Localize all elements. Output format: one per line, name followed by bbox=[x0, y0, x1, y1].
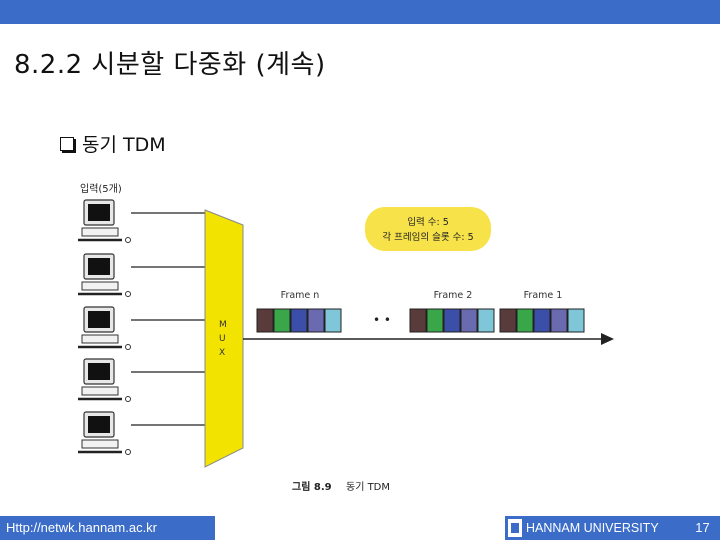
time-slot bbox=[461, 309, 477, 332]
page-number: 17 bbox=[685, 516, 720, 540]
frame-block bbox=[500, 309, 584, 332]
frame-block bbox=[410, 309, 494, 332]
computer-base bbox=[82, 440, 118, 448]
info-bubble bbox=[365, 207, 491, 251]
mouse bbox=[126, 450, 131, 455]
university-name: HANNAM UNIVERSITY bbox=[526, 516, 659, 540]
computer-base bbox=[82, 387, 118, 395]
frame-label-1: Frame 1 bbox=[524, 290, 563, 301]
time-slot bbox=[534, 309, 550, 332]
footer-url[interactable]: Http://netwk.hannam.ac.kr bbox=[0, 516, 215, 540]
time-slot bbox=[478, 309, 494, 332]
computer-base bbox=[82, 335, 118, 343]
computer-base bbox=[82, 228, 118, 236]
monitor-screen bbox=[88, 416, 110, 433]
monitor-screen bbox=[88, 311, 110, 328]
university-logo-icon bbox=[508, 519, 522, 537]
caption-text: 동기 TDM bbox=[346, 481, 390, 493]
time-slot bbox=[568, 309, 584, 332]
mouse bbox=[126, 397, 131, 402]
computer-icon bbox=[78, 412, 131, 455]
monitor-screen bbox=[88, 204, 110, 221]
computer-icon bbox=[78, 307, 131, 350]
mouse bbox=[126, 238, 131, 243]
mouse bbox=[126, 292, 131, 297]
time-slot bbox=[274, 309, 290, 332]
computer-icon bbox=[78, 200, 131, 243]
frame-label-n: Frame n bbox=[281, 290, 320, 301]
monitor-screen bbox=[88, 363, 110, 380]
time-slot bbox=[291, 309, 307, 332]
computer-icon bbox=[78, 359, 131, 402]
mux-letter-u: U bbox=[219, 334, 226, 344]
footer-bar: Http://netwk.hannam.ac.kr HANNAM UNIVERS… bbox=[0, 516, 720, 540]
bubble-line-inputs: 입력 수: 5 bbox=[407, 216, 449, 228]
monitor-screen bbox=[88, 258, 110, 275]
bubble-line-slots: 각 프레임의 슬롯 수: 5 bbox=[382, 231, 473, 243]
input-label: 입력(5개) bbox=[80, 182, 122, 195]
computer-base bbox=[82, 282, 118, 290]
output-arrow-icon bbox=[601, 333, 614, 345]
computer-icon bbox=[78, 254, 131, 297]
time-slot bbox=[517, 309, 533, 332]
caption-prefix: 그림 8.9 bbox=[292, 481, 332, 493]
mux-letter-x: X bbox=[219, 348, 225, 358]
time-slot bbox=[325, 309, 341, 332]
time-slot bbox=[427, 309, 443, 332]
frame-block bbox=[257, 309, 341, 332]
time-slot bbox=[257, 309, 273, 332]
time-slot bbox=[308, 309, 324, 332]
mux-letter-m: M bbox=[219, 320, 227, 330]
footer-university: HANNAM UNIVERSITY bbox=[505, 516, 685, 540]
time-slot bbox=[500, 309, 516, 332]
mouse bbox=[126, 345, 131, 350]
frame-label-2: Frame 2 bbox=[434, 290, 473, 301]
frames-ellipsis: • • bbox=[373, 313, 391, 327]
time-slot bbox=[444, 309, 460, 332]
time-slot bbox=[410, 309, 426, 332]
time-slot bbox=[551, 309, 567, 332]
